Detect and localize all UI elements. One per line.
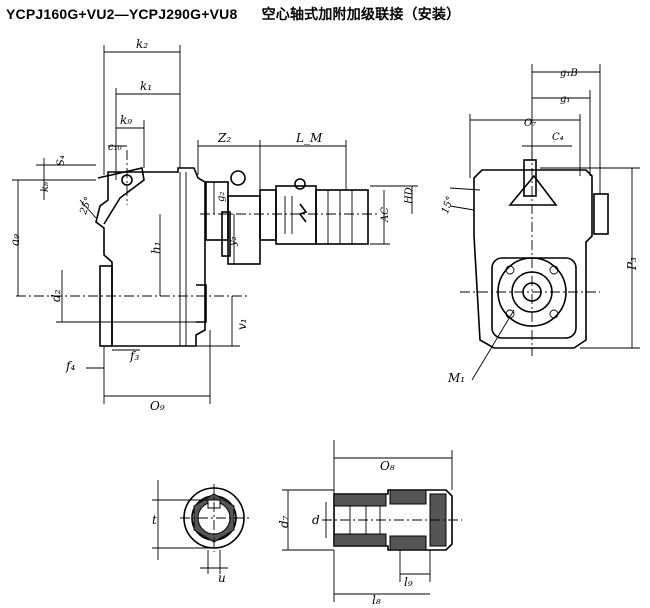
front-arm-slot [508, 174, 558, 206]
cs-dimension-lines [152, 480, 228, 574]
dim-angle-15: 15° [440, 195, 456, 215]
bolt-hole [549, 309, 559, 319]
dim-h1: h₁ [149, 241, 163, 254]
motor-lifting-eye [294, 178, 306, 190]
dim-g2: g₂ [216, 192, 227, 202]
motor-body [315, 189, 369, 245]
dim-s4: S₄ [56, 155, 67, 166]
wall-bottom-right [389, 535, 427, 551]
dim-l8: l₈ [372, 593, 381, 607]
stage-flange [221, 211, 231, 257]
torque-arm [97, 167, 145, 225]
wall-top-right [389, 489, 427, 505]
dim-p3: P₃ [625, 257, 639, 271]
bolt-hole [505, 265, 515, 275]
front-view: g₁B g₁ O₇ C₄ 15° P₃ M₁ [440, 64, 640, 385]
dim-f4: f₄ [65, 359, 75, 373]
dim-g1b: g₁B [560, 68, 578, 79]
dim-o9: O₉ [150, 399, 165, 413]
dim-d7: d₇ [277, 515, 291, 528]
wall-bottom-left [333, 533, 387, 547]
bolt-hole [505, 309, 515, 319]
dim-k2: k₂ [136, 37, 148, 51]
front-arm-top [523, 159, 537, 197]
bolt-hole [549, 265, 559, 275]
lifting-eye [230, 170, 246, 186]
dim-k1: k₁ [140, 79, 152, 93]
dim-hd: HD [404, 187, 415, 205]
dim-v1: v₁ [235, 318, 249, 330]
dim-g1: g₁ [560, 94, 570, 105]
dim-m1: M₁ [447, 371, 465, 385]
model-range: YCPJ160G+VU2—YCPJ290G+VU8 [6, 6, 238, 22]
housing-inner-line [179, 172, 187, 346]
dim-o8: O₈ [380, 459, 395, 473]
drawing-description: 空心轴式加附加级联接（安装） [261, 7, 461, 23]
side-view: k₂ k₁ k₉ c₁₀ S₄ k₈ 25° a₉ h₁ d₂ f₄ f₃ O₉… [8, 37, 418, 413]
dim-f3: f₃ [129, 349, 139, 363]
front-housing [473, 169, 593, 349]
dim-z2: Z₂ [217, 131, 231, 145]
motor-fins [327, 190, 353, 244]
hollow-shaft-section: O₈ d₇ d l₉ l₈ [277, 440, 462, 607]
dim-o7: O₇ [524, 118, 536, 129]
motor-section-lines [284, 196, 293, 234]
drawing-title: YCPJ160G+VU2—YCPJ290G+VU8 空心轴式加附加级联接（安装） [6, 4, 460, 24]
wall-top-left [333, 493, 387, 507]
dim-y2: y₂ [228, 236, 239, 247]
hs-dimension-lines [282, 440, 453, 602]
dim-c10: c₁₀ [108, 142, 122, 153]
dim-k8: k₈ [40, 182, 51, 192]
electric-symbol-icon [298, 203, 308, 223]
dim-ac: AC [380, 207, 391, 223]
adapter-flange [205, 181, 229, 241]
side-dimension-lines [12, 45, 418, 404]
dim-k9: k₉ [120, 113, 132, 127]
dim-l9: l₉ [404, 575, 413, 589]
shaft-end [196, 284, 207, 323]
dim-a9: a₉ [8, 234, 22, 246]
shaft-cross-section: t u [152, 480, 252, 585]
front-dimension-lines [449, 64, 640, 381]
motor-terminal-body [275, 185, 317, 245]
dim-d: d [312, 513, 320, 527]
dim-u: u [218, 571, 226, 585]
additional-stage-housing [227, 195, 261, 265]
dim-d2: d₂ [49, 289, 63, 302]
dim-t: t [152, 513, 157, 527]
dim-lm: L_M [295, 131, 323, 145]
motor-flange [259, 189, 277, 241]
dim-c4: C₄ [552, 132, 564, 143]
front-motor-stub [593, 193, 609, 235]
flange-plate [99, 265, 113, 347]
